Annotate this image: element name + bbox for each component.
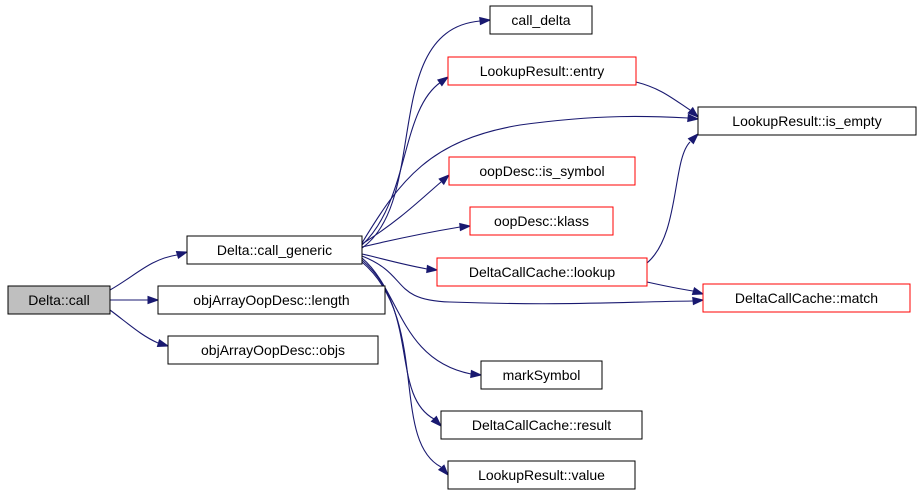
edge-line	[646, 281, 694, 292]
edge-line	[646, 141, 691, 264]
edge-line	[361, 259, 435, 420]
edge-arrowhead	[175, 250, 189, 260]
node-label-marksymbol: markSymbol	[503, 367, 581, 383]
edge-arrowhead	[156, 338, 170, 348]
node-label-oopdesc-klass: oopDesc::klass	[494, 213, 589, 229]
node-delta-call[interactable]: Delta::call	[7, 285, 111, 315]
edge-arrowhead	[470, 369, 483, 379]
edge-entry-to-is_empty	[635, 81, 700, 118]
node-marksymbol[interactable]: markSymbol	[480, 360, 603, 390]
edge-arrowhead	[438, 174, 451, 186]
edge-arrowhead	[687, 132, 700, 145]
node-label-lookupresult-entry: LookupResult::entry	[480, 63, 605, 79]
node-label-call-delta: call_delta	[511, 12, 570, 28]
edge-call_generic-to-entry	[361, 76, 450, 246]
node-box-lookupresult-value	[447, 460, 636, 490]
edge-line	[109, 309, 159, 344]
node-box-objarray-length	[157, 285, 386, 315]
node-objarray-length[interactable]: objArrayOopDesc::length	[157, 285, 386, 315]
edge-lookup-to-is_empty	[646, 132, 700, 264]
edge-arrowhead	[687, 106, 700, 118]
edge-line	[361, 255, 694, 305]
edge-line	[109, 254, 178, 291]
node-deltacallcache-match[interactable]: DeltaCallCache::match	[702, 283, 911, 313]
edge-line	[361, 257, 472, 375]
node-label-oopdesc-is-symbol: oopDesc::is_symbol	[479, 163, 604, 179]
node-box-deltacallcache-lookup	[436, 257, 648, 287]
edge-line	[361, 81, 442, 246]
edge-line	[361, 181, 442, 245]
node-deltacallcache-result[interactable]: DeltaCallCache::result	[440, 410, 643, 440]
node-call-delta[interactable]: call_delta	[489, 5, 593, 35]
node-lookupresult-entry[interactable]: LookupResult::entry	[447, 56, 637, 86]
edge-delta_call-to-objs	[109, 309, 170, 348]
edge-call_generic-to-markSymbol	[361, 257, 483, 379]
node-box-deltacallcache-match	[702, 283, 911, 313]
edge-line	[361, 115, 689, 244]
edge-call_generic-to-result	[361, 259, 443, 428]
node-lookupresult-is-empty[interactable]: LookupResult::is_empty	[697, 106, 917, 136]
node-box-call-delta	[489, 5, 593, 35]
edge-call_generic-to-call_delta	[361, 16, 492, 249]
edge-call_generic-to-lookup	[361, 253, 439, 274]
node-label-deltacallcache-result: DeltaCallCache::result	[472, 417, 611, 433]
node-label-lookupresult-is-empty: LookupResult::is_empty	[732, 113, 881, 129]
node-label-lookupresult-value: LookupResult::value	[478, 467, 605, 483]
node-box-objarray-objs	[167, 335, 379, 365]
node-label-objarray-length: objArrayOopDesc::length	[193, 292, 349, 308]
edge-call_generic-to-is_symbol	[361, 174, 451, 245]
node-label-call-generic: Delta::call_generic	[217, 242, 332, 258]
node-oopdesc-klass[interactable]: oopDesc::klass	[469, 206, 614, 236]
node-box-oopdesc-is-symbol	[448, 156, 636, 186]
node-label-deltacallcache-lookup: DeltaCallCache::lookup	[469, 264, 616, 280]
edge-line	[361, 253, 428, 270]
edge-arrowhead	[692, 296, 705, 306]
node-deltacallcache-lookup[interactable]: DeltaCallCache::lookup	[436, 257, 648, 287]
node-box-oopdesc-klass	[469, 206, 614, 236]
node-label-delta-call: Delta::call	[28, 292, 89, 308]
edge-arrowhead	[430, 415, 443, 428]
edge-arrowhead	[437, 464, 449, 477]
edge-call_generic-to-match	[361, 255, 705, 306]
edge-delta_call-to-length	[110, 295, 160, 305]
edge-arrowhead	[687, 113, 700, 123]
edges-layer	[109, 16, 705, 477]
node-box-deltacallcache-result	[440, 410, 643, 440]
node-label-deltacallcache-match: DeltaCallCache::match	[735, 290, 878, 306]
node-box-call-generic	[186, 235, 363, 265]
edge-line	[361, 20, 481, 249]
node-lookupresult-value[interactable]: LookupResult::value	[447, 460, 636, 490]
edge-arrowhead	[479, 16, 492, 26]
node-oopdesc-is-symbol[interactable]: oopDesc::is_symbol	[448, 156, 636, 186]
edge-line	[361, 226, 461, 248]
edge-arrowhead	[437, 76, 450, 87]
node-box-lookupresult-entry	[447, 56, 637, 86]
edge-delta_call-to-call_generic	[109, 250, 189, 291]
edge-line	[635, 81, 691, 111]
node-box-marksymbol	[480, 360, 603, 390]
edge-arrowhead	[426, 264, 439, 274]
edge-call_generic-to-klass	[361, 222, 472, 248]
node-call-generic[interactable]: Delta::call_generic	[186, 235, 363, 265]
node-label-objarray-objs: objArrayOopDesc::objs	[201, 342, 345, 358]
edge-arrowhead	[691, 286, 705, 296]
node-box-lookupresult-is-empty	[697, 106, 917, 136]
node-box-delta-call	[7, 285, 111, 315]
edge-lookup-to-match	[646, 281, 705, 296]
edge-arrowhead	[459, 222, 472, 232]
edge-arrowhead	[147, 295, 160, 305]
edge-call_generic-to-is_empty	[361, 113, 700, 244]
node-objarray-objs[interactable]: objArrayOopDesc::objs	[167, 335, 379, 365]
